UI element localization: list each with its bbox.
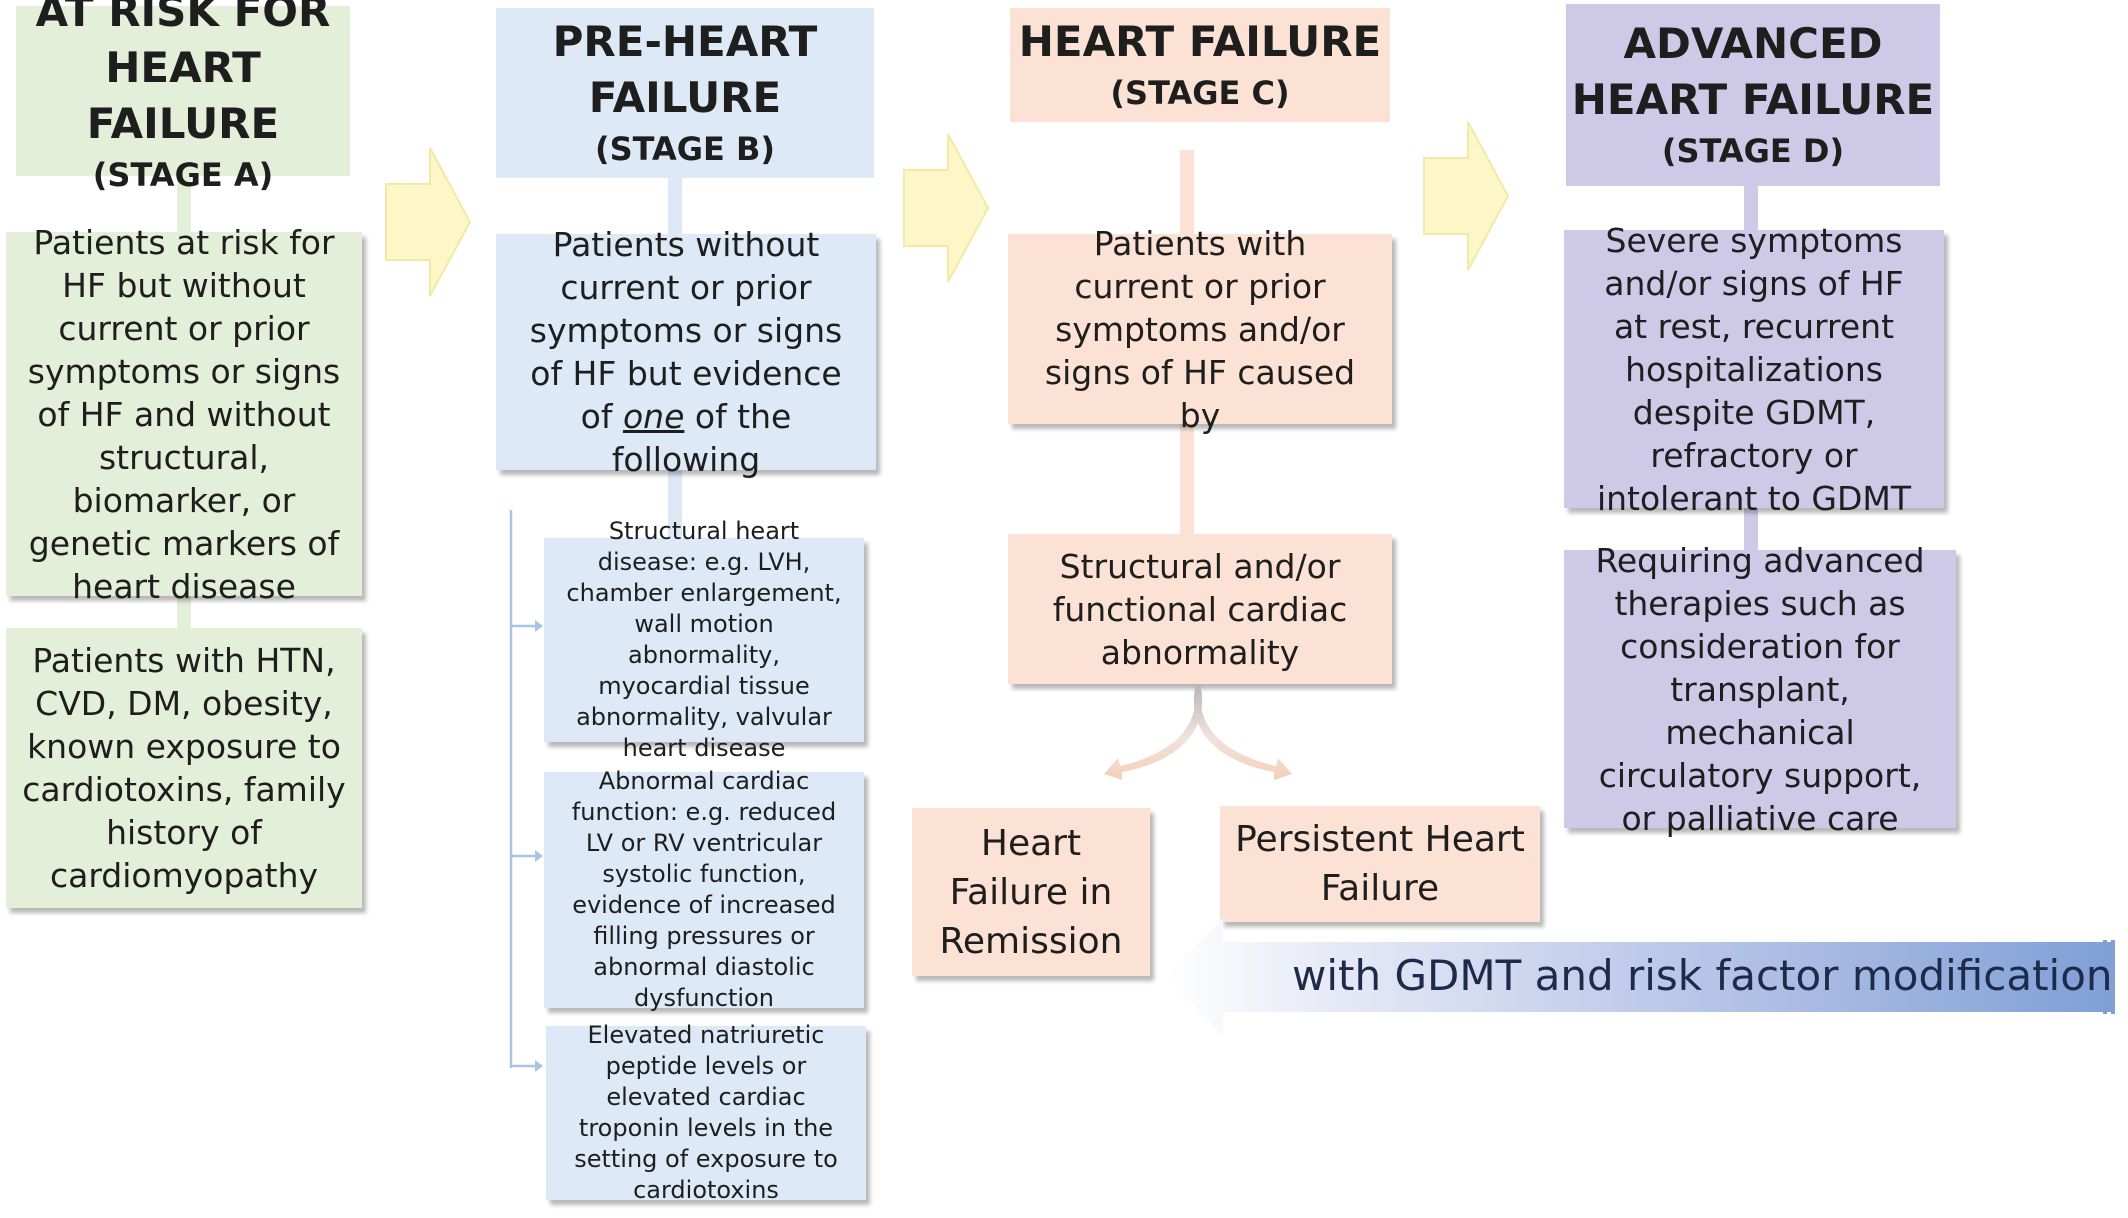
stage-c-cause: Structural and/or functional cardiac abn… (1008, 534, 1392, 684)
stage-a-description: Patients at risk for HF but without curr… (6, 223, 362, 606)
stage-b-criterion-structural-text: Structural heart disease: e.g. LVH, cham… (566, 517, 842, 762)
stage-c-remission-text: Heart Failure in Remission (939, 822, 1123, 962)
stage-a-examples-text: Patients with HTN, CVD, DM, obesity, kno… (22, 641, 346, 895)
stage-a-description-text: Patients at risk for HF but without curr… (27, 222, 341, 606)
connector-a2 (177, 590, 191, 630)
stage-a-title-line1: AT RISK FOR (35, 0, 331, 36)
stage-b-title-line1: PRE-HEART (552, 17, 818, 66)
stage-d-therapies-text: Requiring advanced therapies such as con… (1595, 540, 1925, 838)
stage-c-persistent: Persistent Heart Failure (1220, 806, 1540, 922)
stage-b-bracket (509, 510, 543, 1072)
stage-b-desc-before: Patients without current or prior sympto… (529, 225, 843, 436)
stage-c-label: (STAGE C) (1110, 74, 1290, 112)
stage-a-header: AT RISK FOR HEART FAILURE (STAGE A) (16, 0, 350, 194)
stage-d-title-line1: ADVANCED (1623, 19, 1883, 68)
stage-b-description: Patients without current or prior sympto… (496, 225, 876, 479)
stage-c-title: HEART FAILURE (1018, 17, 1382, 66)
stage-c-description-text: Patients with current or prior symptoms … (1044, 223, 1356, 435)
gdmt-banner-arrow (1165, 918, 2115, 1036)
stage-a-label: (STAGE A) (92, 156, 274, 194)
gdmt-banner-label: with GDMT and risk factor modification (1292, 951, 2113, 1000)
stage-d-title-line2: HEART FAILURE (1571, 75, 1935, 124)
stage-b-title-line2: FAILURE (588, 73, 782, 122)
stage-b-label: (STAGE B) (594, 130, 776, 168)
stage-d-therapies: Requiring advanced therapies such as con… (1564, 541, 1956, 838)
stage-d-header: ADVANCED HEART FAILURE (STAGE D) (1566, 4, 1940, 186)
stage-c-remission: Heart Failure in Remission (912, 808, 1150, 976)
stage-b-criterion-biomarkers: Elevated natriuretic peptide levels or e… (546, 1021, 866, 1204)
progression-arrow-a-b (385, 147, 472, 297)
stage-b-criterion-structural: Structural heart disease: e.g. LVH, cham… (544, 517, 864, 762)
connector-c1 (1180, 150, 1194, 240)
stage-c-header: HEART FAILURE (STAGE C) (1010, 8, 1390, 122)
progression-arrow-b-c (903, 133, 990, 283)
stage-c-cause-text: Structural and/or functional cardiac abn… (1052, 546, 1348, 672)
stage-b-criterion-function-text: Abnormal cardiac function: e.g. reduced … (571, 767, 837, 1012)
stage-a-title-line2: HEART FAILURE (86, 43, 280, 148)
stage-d-description: Severe symptoms and/or signs of HF at re… (1564, 221, 1944, 518)
stage-c-persistent-text: Persistent Heart Failure (1235, 819, 1525, 909)
connector-c2 (1180, 424, 1194, 536)
stage-b-desc-after: of the following (611, 397, 792, 479)
connector-d1 (1744, 186, 1758, 230)
split-arrows (1104, 684, 1292, 780)
connector-a1 (177, 170, 191, 250)
stage-d-label: (STAGE D) (1661, 132, 1845, 170)
stage-b-description-text: Patients without current or prior sympto… (522, 223, 850, 481)
stage-b-header: PRE-HEART FAILURE (STAGE B) (496, 8, 874, 178)
stage-c-description: Patients with current or prior symptoms … (1008, 224, 1392, 435)
stage-b-criterion-biomarkers-text: Elevated natriuretic peptide levels or e… (574, 1021, 838, 1204)
connector-b2 (668, 470, 682, 540)
progression-arrow-c-d (1423, 121, 1510, 271)
stage-b-criterion-function: Abnormal cardiac function: e.g. reduced … (544, 767, 864, 1012)
stage-d-description-text: Severe symptoms and/or signs of HF at re… (1596, 220, 1912, 518)
connector-b1 (668, 176, 682, 240)
stage-a-examples: Patients with HTN, CVD, DM, obesity, kno… (6, 628, 362, 908)
stage-b-desc-emph: one (622, 397, 685, 436)
connector-d2 (1744, 508, 1758, 550)
